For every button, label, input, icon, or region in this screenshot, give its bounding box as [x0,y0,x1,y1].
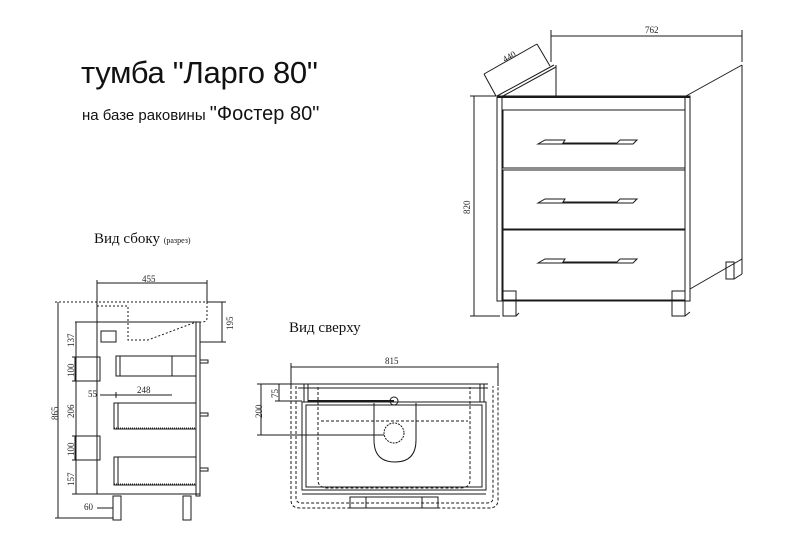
dim-top-section-137: 137 [66,333,76,347]
dim-siphon-width-248: 248 [137,385,151,395]
dim-height-820: 820 [462,200,472,214]
product-subtitle: на базе раковины "Фостер 80" [82,103,319,126]
dim-drain-offset-200: 200 [254,404,264,418]
dim-total-height-865: 865 [50,406,60,420]
dim-leg-offset-60: 60 [84,502,94,512]
dim-sink-height-195: 195 [225,316,235,330]
subtitle-prefix: на базе раковины [82,107,210,124]
dim-middle-section-206: 206 [66,404,76,418]
product-title: тумба "Ларго 80" [81,55,318,90]
dim-depth-455: 455 [142,274,156,284]
dim-width-762: 762 [645,25,659,35]
side-view-label: Вид сбоку (разрез) [94,231,191,248]
dim-width-815: 815 [385,356,399,366]
side-view-title: Вид сбоку [94,231,160,247]
side-view-note: (разрез) [163,236,191,245]
dim-bottom-section-157: 157 [66,472,76,486]
dim-tap-offset-75: 75 [270,389,280,399]
dim-gap-lower-100: 100 [66,442,76,456]
dim-gap-upper-100: 100 [66,363,76,377]
top-view-label: Вид сверху [289,320,361,336]
sink-model-name: "Фостер 80" [209,103,320,125]
dim-siphon-offset-55: 55 [88,389,98,399]
